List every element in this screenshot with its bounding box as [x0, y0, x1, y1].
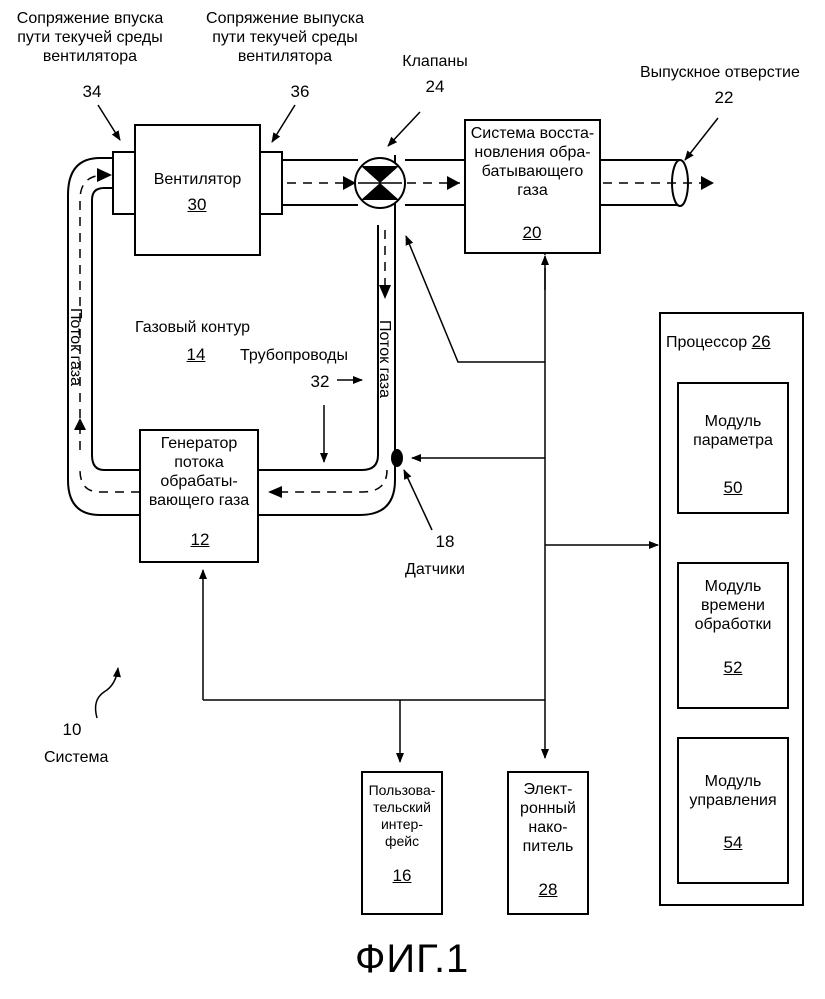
control-module-line-2: управления [678, 791, 788, 810]
inlet-interface-line-2: пути текучей среды [0, 28, 180, 47]
storage-number: 28 [528, 880, 568, 899]
recovery-line-4: газа [465, 181, 600, 200]
exhaust-number: 22 [704, 88, 744, 107]
time-module-number: 52 [713, 658, 753, 677]
processor-label: Процессор 26 [666, 332, 771, 352]
param-module-number: 50 [713, 478, 753, 497]
recovery-system-label: Система восста- новления обра- батывающе… [465, 124, 600, 200]
outlet-interface-line-1: Сопряжение выпуска [195, 9, 375, 28]
control-module-box [678, 738, 788, 883]
signal-lines [203, 236, 658, 762]
time-module-line-3: обработки [678, 615, 788, 634]
outlet-interface-line-2: пути текучей среды [195, 28, 375, 47]
recovery-line-3: батывающего [465, 162, 600, 181]
gas-flow-left-label: Поток газа [66, 302, 84, 392]
recovery-line-1: Система восста- [465, 124, 600, 143]
gas-circuit-number: 14 [176, 345, 216, 364]
ui-line-4: фейс [362, 833, 442, 850]
recovery-system-number: 20 [512, 223, 552, 242]
system-label: Система [44, 748, 108, 767]
user-interface-label: Пользова- тельский интер- фейс [362, 782, 442, 850]
param-module-line-1: Модуль [678, 412, 788, 431]
recovery-line-2: новления обра- [465, 143, 600, 162]
generator-line-3: обрабаты- [140, 472, 258, 491]
user-interface-number: 16 [382, 866, 422, 885]
inlet-interface-number: 34 [72, 82, 112, 101]
sensors-number: 18 [425, 532, 465, 551]
inlet-interface-line-1: Сопряжение впуска [0, 9, 180, 28]
processor-number: 26 [752, 332, 771, 351]
storage-line-3: нако- [508, 818, 588, 837]
pipelines-label: Трубопроводы [240, 346, 348, 365]
ui-line-1: Пользова- [362, 782, 442, 799]
generator-number: 12 [180, 530, 220, 549]
pipelines-number: 32 [300, 372, 340, 391]
outlet-interface-sleeve [260, 152, 282, 214]
inlet-interface-label: Сопряжение впуска пути текучей среды вен… [0, 9, 180, 66]
ui-line-2: тельский [362, 799, 442, 816]
storage-label: Элект- ронный нако- питель [508, 780, 588, 856]
outlet-interface-label: Сопряжение выпуска пути текучей среды ве… [195, 9, 375, 66]
param-module-label: Модуль параметра [678, 412, 788, 450]
param-module-line-2: параметра [678, 431, 788, 450]
ui-line-3: интер- [362, 816, 442, 833]
time-module-line-2: времени [678, 596, 788, 615]
outlet-interface-line-3: вентилятора [195, 47, 375, 66]
exhaust-label: Выпускное отверстие [640, 63, 800, 82]
storage-line-4: питель [508, 837, 588, 856]
control-module-line-1: Модуль [678, 772, 788, 791]
system-number: 10 [52, 720, 92, 739]
processor-text: Процессор [666, 334, 747, 351]
sensors-label: Датчики [405, 560, 465, 579]
generator-line-2: потока [140, 453, 258, 472]
storage-line-1: Элект- [508, 780, 588, 799]
outlet-interface-number: 36 [280, 82, 320, 101]
valves-number: 24 [415, 77, 455, 96]
inlet-interface-line-3: вентилятора [0, 47, 180, 66]
generator-line-4: вающего газа [140, 491, 258, 510]
gas-circuit-label: Газовый контур [135, 318, 250, 337]
control-module-number: 54 [713, 833, 753, 852]
generator-line-1: Генератор [140, 434, 258, 453]
time-module-label: Модуль времени обработки [678, 577, 788, 634]
storage-line-2: ронный [508, 799, 588, 818]
fan-box [135, 125, 260, 255]
control-module-label: Модуль управления [678, 772, 788, 810]
valve-symbol [355, 158, 405, 208]
sensor-dot [391, 449, 403, 467]
figure-caption: ФИГ.1 [355, 937, 469, 982]
time-module-line-1: Модуль [678, 577, 788, 596]
valves-label: Клапаны [390, 52, 480, 71]
fan-number: 30 [177, 195, 217, 214]
inlet-interface-sleeve [113, 152, 135, 214]
fan-label: Вентилятор [135, 170, 260, 189]
generator-label: Генератор потока обрабаты- вающего газа [140, 434, 258, 510]
gas-flow-right-label: Поток газа [375, 314, 393, 404]
